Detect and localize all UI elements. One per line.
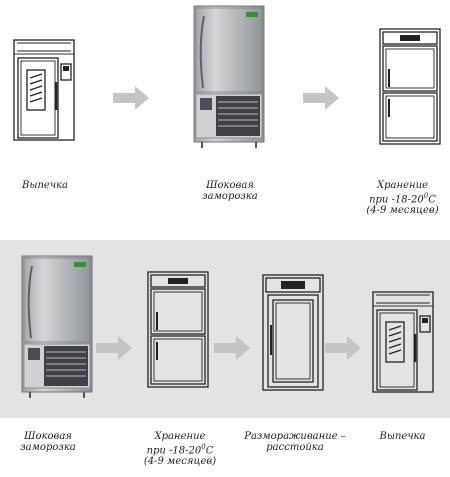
step-caption: Шоковая заморозка [202, 180, 258, 202]
arrow-icon [113, 86, 149, 110]
proofer-illustration [262, 274, 324, 391]
arrow-icon [303, 86, 339, 110]
step-caption: Хранение при -18-200С (4-9 месяцев) [366, 180, 439, 217]
storage-freezer-illustration-bottom [147, 271, 209, 388]
blast-freezer-illustration-bottom [21, 255, 93, 399]
step-caption: Выпечка [21, 180, 68, 191]
arrow-icon [214, 336, 250, 360]
oven-illustration-top [12, 38, 76, 142]
step-caption: Выпечка [379, 431, 426, 442]
storage-freezer-illustration-top [379, 28, 441, 145]
step-caption: Размораживание – расстойка [244, 431, 346, 453]
arrow-icon [96, 336, 132, 360]
oven-illustration-bottom [371, 290, 435, 394]
arrow-icon [325, 336, 361, 360]
step-caption: Шоковая заморозка [20, 431, 76, 453]
blast-freezer-illustration-top [193, 5, 265, 149]
step-caption: Хранение при -18-200С (4-9 месяцев) [143, 431, 217, 468]
